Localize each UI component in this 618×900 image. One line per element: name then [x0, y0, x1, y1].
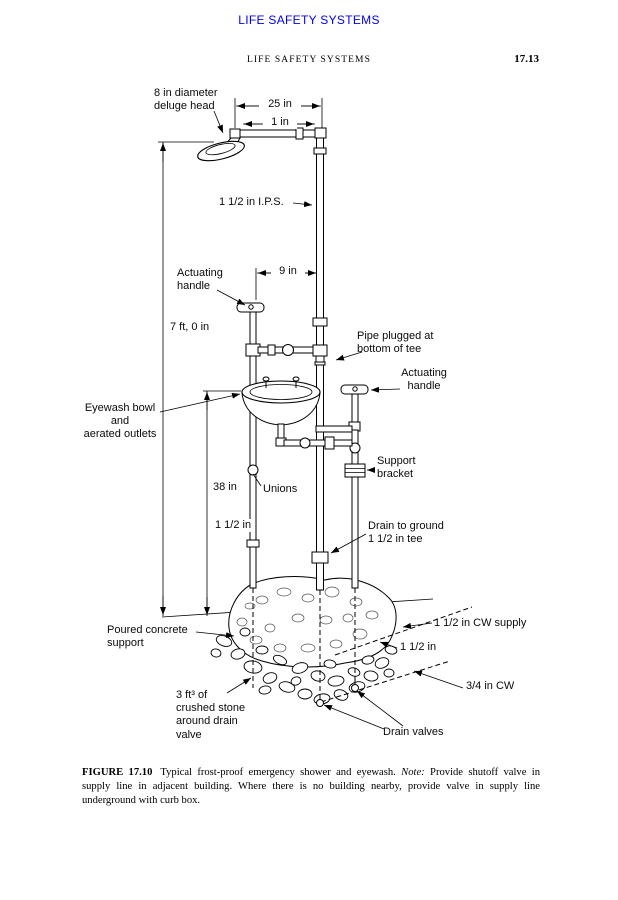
figure-caption-note-label: Note: — [401, 766, 425, 778]
pipe-plugged-label: Pipe plugged at bottom of tee — [357, 330, 434, 356]
running-head: LIFE SAFETY SYSTEMS — [246, 55, 371, 65]
figure-caption: FIGURE 17.10 Typical frost-proof emergenc… — [82, 766, 540, 808]
shower-piping — [223, 127, 361, 591]
top-link[interactable]: LIFE SAFETY SYSTEMS — [238, 13, 380, 27]
crushed-stone-label: 3 ft³ of crushed stone around drain valv… — [176, 689, 246, 741]
cw-three-quarter-pipe — [320, 660, 451, 703]
dim-1in-label: 1 in — [263, 116, 297, 130]
dim-7ft-label: 7 ft, 0 in — [169, 321, 211, 335]
aerated-outlets — [262, 376, 300, 388]
concrete-pebble-texture — [236, 586, 379, 653]
figure-caption-note-text: Provide shutoff valve in supply line in … — [82, 766, 541, 806]
drain-to-ground-label: Drain to ground 1 1/2 in tee — [368, 520, 444, 546]
eyewash-bowl — [241, 376, 353, 450]
drain-valve-right — [351, 679, 359, 692]
cw-supply-pipe — [334, 606, 473, 656]
dim-25in-label: 25 in — [259, 98, 301, 112]
unions-label: Unions — [263, 483, 298, 495]
union-fitting — [282, 344, 294, 356]
union-fitting — [247, 464, 259, 476]
poured-concrete-label: Poured concrete support — [107, 624, 188, 650]
drain-valve-left — [316, 694, 324, 707]
cw-supply-label: 1 1/2 in CW supply — [434, 617, 527, 629]
dim-1-5in-mid-label: 1 1/2 in — [214, 519, 253, 533]
actuating-handle-left-label: Actuating handle — [177, 267, 223, 293]
deluge-head-label: 8 in diameter deluge head — [154, 87, 218, 113]
dim-38in-label: 38 in — [212, 481, 238, 495]
leader-lines — [159, 110, 464, 730]
actuating-handle-right-label: Actuating handle — [401, 367, 447, 393]
dimension-lines — [158, 98, 323, 616]
support-bracket — [344, 463, 366, 478]
concrete-support — [228, 576, 397, 668]
underground-pipes-dashed — [252, 588, 473, 703]
ground-tee — [311, 551, 329, 564]
deluge-head — [197, 140, 245, 162]
ips-label: 1 1/2 in I.P.S. — [219, 196, 284, 208]
support-bracket-label: Support bracket — [377, 455, 416, 481]
figure-caption-number: FIGURE 17.10 — [82, 766, 153, 778]
page-number: 17.13 — [514, 53, 539, 65]
cw-three-quarter-label: 3/4 in CW — [466, 680, 515, 692]
drain-valves-label: Drain valves — [383, 726, 444, 738]
dim-9in-label: 9 in — [271, 265, 305, 279]
actuating-handle-right — [340, 384, 369, 395]
eyewash-bowl-label: Eyewash bowl and aerated outlets — [83, 402, 157, 441]
bowl-drain-piping — [275, 423, 353, 450]
figure-caption-text: Typical frost-proof emergency shower and… — [160, 766, 402, 778]
actuating-handle-left — [236, 302, 265, 313]
dim-1-5in-bottom-label: 1 1/2 in — [399, 641, 438, 655]
